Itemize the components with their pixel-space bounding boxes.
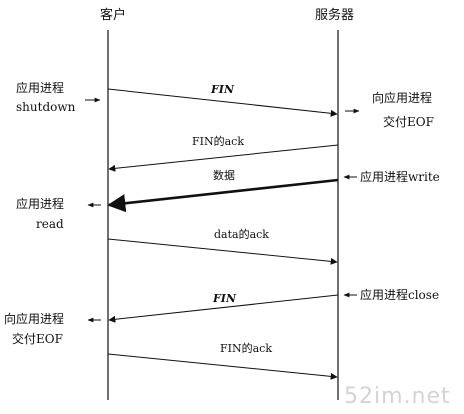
server-note-write: 应用进程write bbox=[360, 170, 440, 184]
message-label-fin-ack: FIN的ack bbox=[192, 135, 244, 148]
watermark: 52im.net bbox=[344, 384, 451, 409]
server-column-header: 服务器 bbox=[315, 8, 355, 23]
data-arrow-server-to-client bbox=[107, 178, 339, 213]
server-note-close: 应用进程close bbox=[360, 288, 440, 302]
server-note-eof-line2: 交付EOF bbox=[383, 115, 434, 129]
data-ack-arrow-client-to-server bbox=[107, 238, 338, 265]
fin2-ack-arrow-client-to-server bbox=[107, 353, 338, 380]
fin2-arrow-server-to-client bbox=[108, 294, 339, 323]
client-note-read-line2: read bbox=[36, 217, 64, 231]
server-note-eof-line1: 向应用进程 bbox=[372, 91, 433, 105]
client-note-eof-line1: 向应用进程 bbox=[4, 312, 65, 326]
client-column-header: 客户 bbox=[100, 8, 127, 23]
message-label-fin: FIN bbox=[211, 83, 235, 96]
message-label-data: 数据 bbox=[213, 169, 235, 182]
client-note-shutdown-line1: 应用进程 bbox=[16, 81, 65, 95]
client-note-shutdown-line2: shutdown bbox=[16, 100, 76, 114]
message-label-fin-ack-2: FIN的ack bbox=[220, 342, 272, 355]
client-note-eof-line2: 交付EOF bbox=[12, 332, 63, 346]
fin-arrow-client-to-server bbox=[107, 88, 338, 117]
fin-ack-arrow-server-to-client bbox=[108, 144, 339, 172]
client-note-read-line1: 应用进程 bbox=[16, 197, 65, 211]
message-label-data-ack: data的ack bbox=[214, 228, 269, 241]
message-label-fin-2: FIN bbox=[213, 292, 237, 305]
